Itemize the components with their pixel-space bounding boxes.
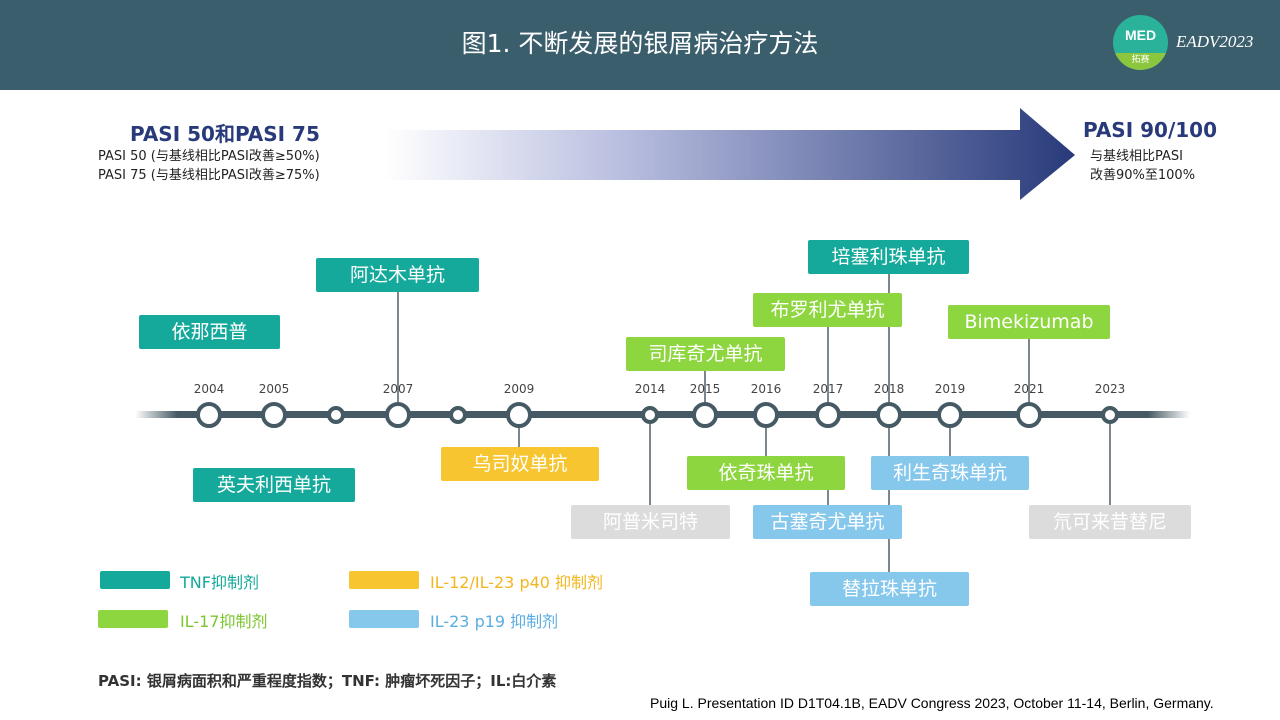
abbreviation-footnote: PASI: 银屑病面积和严重程度指数；TNF: 肿瘤坏死因子；IL:白介素 <box>98 672 557 690</box>
logo-text: MED <box>1124 27 1157 43</box>
year-label: 2017 <box>813 382 844 396</box>
legend-label-il17: IL-17抑制剂 <box>180 612 268 631</box>
year-label: 2021 <box>1014 382 1045 396</box>
drug-deucravacitinib: 氘可来昔替尼 <box>1029 505 1191 539</box>
pasi-90-definition-line1: 与基线相比PASI <box>1090 149 1183 164</box>
page-title: 图1. 不断发展的银屑病治疗方法 <box>461 29 819 58</box>
conference-label: EADV2023 <box>1176 32 1254 51</box>
drug-certolizumab: 培塞利珠单抗 <box>808 240 969 274</box>
timeline-node-2023 <box>1101 406 1119 424</box>
timeline-node-2021 <box>1016 402 1042 428</box>
year-label: 2007 <box>383 382 414 396</box>
drug-brodalumab: 布罗利尤单抗 <box>753 293 902 327</box>
timeline-node-2004 <box>196 402 222 428</box>
drug-ustekinumab: 乌司奴单抗 <box>441 447 599 481</box>
legend-label-il23: IL-23 p19 抑制剂 <box>430 612 559 631</box>
year-label: 2009 <box>504 382 535 396</box>
logo-subtext: 拓赛 <box>1113 53 1168 70</box>
timeline-node-2019 <box>937 402 963 428</box>
pasi-75-definition: PASI 75 (与基线相比PASI改善≥75%) <box>98 168 320 183</box>
pasi-90-definition-line2: 改善90%至100% <box>1090 168 1196 183</box>
drug-bimekizumab: Bimekizumab <box>948 305 1110 339</box>
timeline-node-2015 <box>692 402 718 428</box>
year-label: 2023 <box>1095 382 1126 396</box>
drug-adalimumab: 阿达木单抗 <box>316 258 479 292</box>
year-label: 2004 <box>194 382 225 396</box>
drug-ixekizumab: 依奇珠单抗 <box>687 456 845 490</box>
timeline-node-minor <box>327 406 345 424</box>
timeline-node-2018 <box>876 402 902 428</box>
pasi-50-definition: PASI 50 (与基线相比PASI改善≥50%) <box>98 149 320 164</box>
legend-swatch-il12-23 <box>349 571 419 589</box>
drug-apremilast: 阿普米司特 <box>571 505 730 539</box>
timeline-node-2016 <box>753 402 779 428</box>
year-label: 2019 <box>935 382 966 396</box>
legend-label-il12-23: IL-12/IL-23 p40 抑制剂 <box>430 573 604 592</box>
pasi-right-title: PASI 90/100 <box>1083 118 1217 142</box>
drug-etanercept: 依那西普 <box>139 315 280 349</box>
timeline-node-minor <box>449 406 467 424</box>
year-label: 2014 <box>635 382 666 396</box>
timeline-node-2017 <box>815 402 841 428</box>
drug-risankizumab: 利生奇珠单抗 <box>871 456 1029 490</box>
timeline-node-2009 <box>506 402 532 428</box>
source-citation: Puig L. Presentation ID D1T04.1B, EADV C… <box>650 695 1214 711</box>
legend-swatch-il23 <box>349 610 419 628</box>
header-bar <box>0 0 1280 90</box>
legend-label-tnf: TNF抑制剂 <box>180 573 259 592</box>
year-label: 2016 <box>751 382 782 396</box>
timeline-node-2005 <box>261 402 287 428</box>
timeline-node-2014 <box>641 406 659 424</box>
pasi-progress-arrow <box>385 108 1075 200</box>
drug-guselkumab: 古塞奇尤单抗 <box>753 505 902 539</box>
pasi-left-title: PASI 50和PASI 75 <box>130 122 320 146</box>
med-logo: MED 拓赛 <box>1113 15 1168 70</box>
drug-tildrakizumab: 替拉珠单抗 <box>810 572 969 606</box>
timeline-axis <box>135 411 1190 418</box>
timeline-node-2007 <box>385 402 411 428</box>
year-label: 2018 <box>874 382 905 396</box>
drug-secukinumab: 司库奇尤单抗 <box>626 337 785 371</box>
legend-swatch-il17 <box>98 610 168 628</box>
year-label: 2015 <box>690 382 721 396</box>
legend-swatch-tnf <box>100 571 170 589</box>
year-label: 2005 <box>259 382 290 396</box>
drug-infliximab: 英夫利西单抗 <box>193 468 355 502</box>
